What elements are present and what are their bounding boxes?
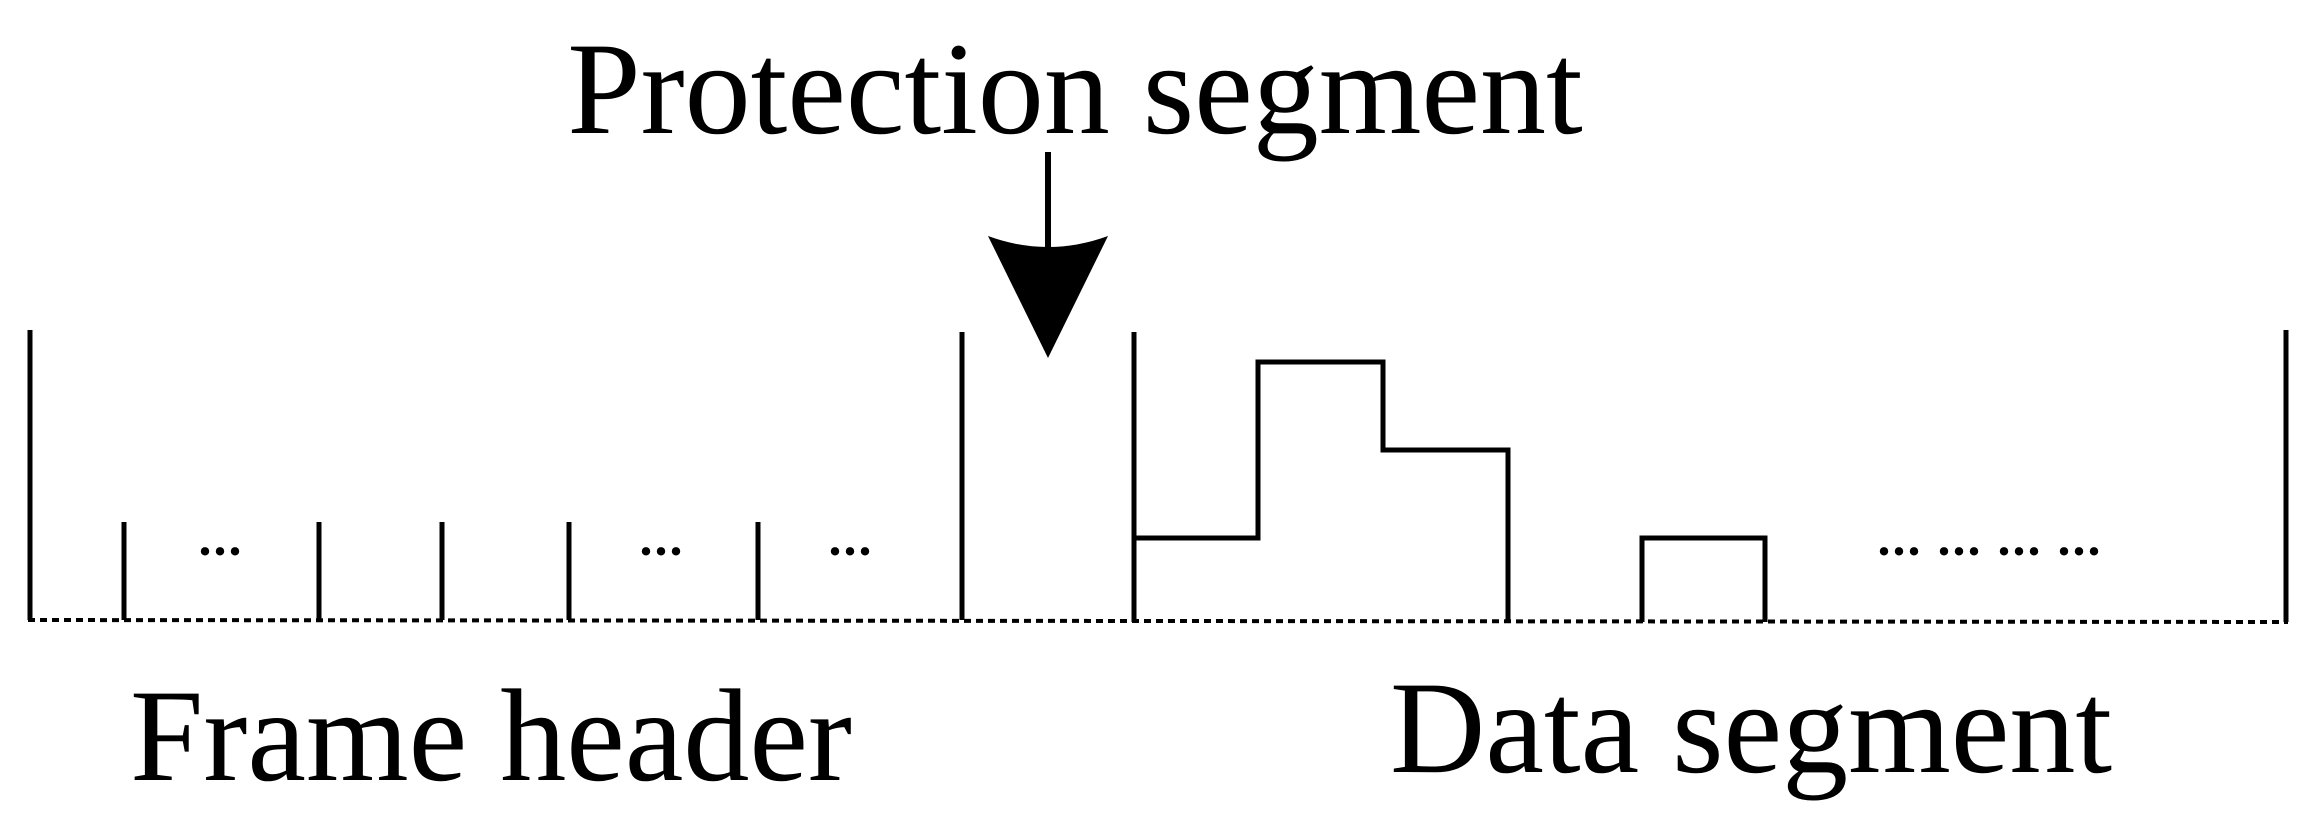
protection-segment-label: Protection segment xyxy=(567,15,1582,162)
header-ellipsis-3: ... xyxy=(829,510,874,567)
frame-header-label: Frame header xyxy=(130,662,852,809)
data-ellipsis: ... ... ... ... xyxy=(1878,510,2103,567)
data-segment-label: Data segment xyxy=(1390,654,2112,801)
data-waveform-pulse xyxy=(1639,535,1768,622)
baseline-dotted xyxy=(27,618,2289,624)
header-ellipsis-2: ... xyxy=(640,510,685,567)
protection-arrow-head xyxy=(988,236,1108,358)
data-waveform-steps xyxy=(1134,359,1511,622)
header-ellipsis-1: ... xyxy=(199,510,244,567)
